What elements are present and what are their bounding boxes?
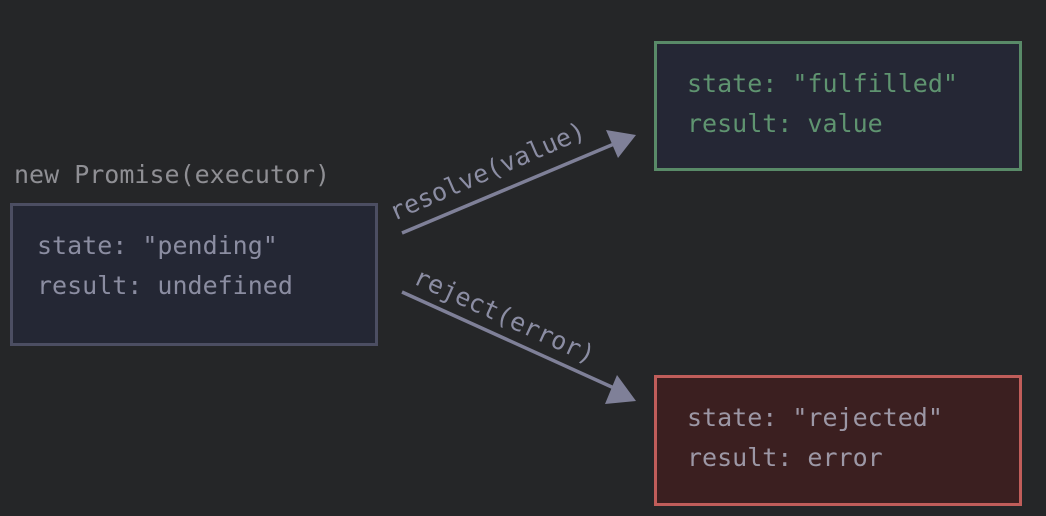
rejected-result-line: result: error: [687, 443, 883, 472]
pending-result-line: result: undefined: [37, 271, 293, 300]
reject-arrow-line: [401, 290, 615, 390]
rejected-state-line: state: "rejected": [687, 403, 943, 432]
resolve-arrow-line: [401, 142, 615, 235]
pending-state-box: state: "pending" result: undefined: [10, 203, 378, 346]
rejected-state-box: state: "rejected" result: error: [654, 375, 1022, 506]
reject-label: reject(error): [410, 262, 600, 370]
fulfilled-state-box: state: "fulfilled" result: value: [654, 41, 1022, 171]
reject-arrow: [401, 290, 636, 404]
resolve-arrowhead: [606, 130, 636, 158]
resolve-label: resolve(value): [385, 116, 590, 227]
pending-state-line: state: "pending": [37, 231, 278, 260]
fulfilled-state-line: state: "fulfilled": [687, 69, 958, 98]
fulfilled-result-line: result: value: [687, 109, 883, 138]
executor-label: new Promise(executor): [14, 160, 331, 189]
reject-arrowhead: [605, 375, 636, 404]
resolve-arrow: [401, 130, 636, 235]
